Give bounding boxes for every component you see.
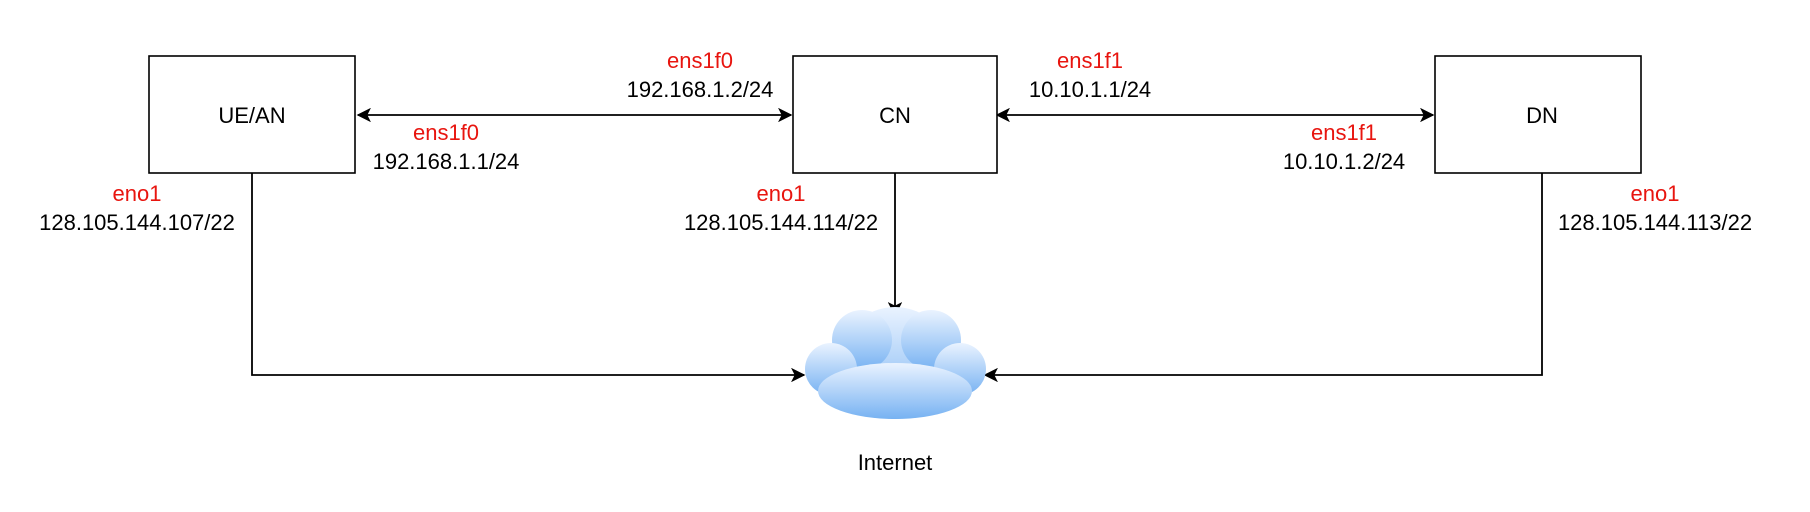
link-dn-to-internet [983,173,1543,383]
node-box [792,55,998,174]
node-label-dn: DN [1526,103,1558,128]
interface-ip: 128.105.144.113/22 [1558,210,1752,235]
interface-ip: 10.10.1.2/24 [1283,149,1405,174]
interface-cn-ens1f0: ens1f0 192.168.1.2/24 [627,48,774,102]
node-box [1434,55,1642,174]
node-ue-an: UE/AN [148,55,356,174]
interface-name: eno1 [757,181,806,206]
interface-ip: 10.10.1.1/24 [1029,77,1151,102]
interface-name: eno1 [1631,181,1680,206]
interface-ip: 192.168.1.1/24 [373,149,520,174]
cloud-icon [805,307,986,419]
node-label-ue-an: UE/AN [218,103,285,128]
interface-ip: 128.105.144.114/22 [684,210,878,235]
interface-ip: 128.105.144.107/22 [39,210,235,235]
interface-dn-ens1f1: ens1f1 10.10.1.2/24 [1283,120,1405,174]
interface-cn-eno1: eno1 128.105.144.114/22 [684,181,878,235]
interface-ue-an-ens1f0: ens1f0 192.168.1.1/24 [373,120,520,174]
node-cn: CN [792,55,998,174]
interface-cn-ens1f1: ens1f1 10.10.1.1/24 [1029,48,1151,102]
internet-label: Internet [858,450,933,475]
interface-name: ens1f0 [667,48,733,73]
interface-name: ens1f0 [413,120,479,145]
node-label-cn: CN [879,103,911,128]
node-box [148,55,356,174]
interface-name: eno1 [113,181,162,206]
interface-ip: 192.168.1.2/24 [627,77,774,102]
interface-name: ens1f1 [1057,48,1123,73]
interface-dn-eno1: eno1 128.105.144.113/22 [1558,181,1752,235]
interface-name: ens1f1 [1311,120,1377,145]
node-dn: DN [1434,55,1642,174]
link-ue-an-to-internet [251,173,806,383]
interface-ue-an-eno1: eno1 128.105.144.107/22 [39,181,235,235]
internet: Internet [805,307,986,475]
